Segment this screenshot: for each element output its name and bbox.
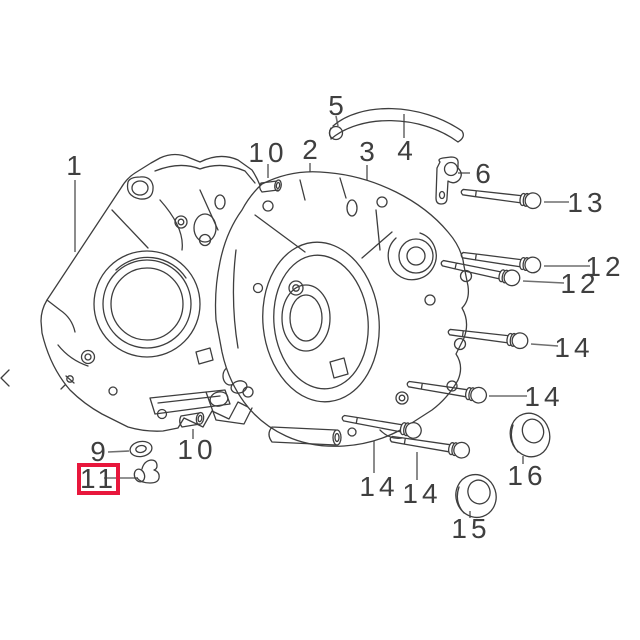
part-label-13[interactable]: 13 — [567, 187, 607, 218]
leader-lines — [74, 114, 590, 518]
bolt-14-lower-mid-drawing — [388, 430, 472, 460]
part-label-10-top[interactable]: 10 — [248, 137, 288, 168]
selected-part-highlight-box[interactable]: 11 — [77, 463, 120, 495]
part-label-1[interactable]: 1 — [66, 150, 82, 181]
part-label-15[interactable]: 15 — [451, 513, 491, 544]
part-label-16[interactable]: 16 — [507, 460, 547, 491]
part-label-6[interactable]: 6 — [475, 158, 491, 189]
breather-tube-drawing — [328, 107, 464, 143]
fitting-drawing — [133, 459, 160, 484]
part-label-12-upper[interactable]: 12 — [585, 251, 625, 282]
part-label-10-bottom[interactable]: 10 — [177, 434, 217, 465]
part-label-4[interactable]: 4 — [397, 135, 413, 166]
part-label-14-upper-right[interactable]: 14 — [554, 332, 594, 363]
part-label-3[interactable]: 3 — [359, 136, 375, 167]
direction-arrow-icon — [0, 369, 10, 387]
crankcase-right-half-drawing — [205, 171, 473, 447]
part-label-2[interactable]: 2 — [302, 134, 318, 165]
bracket-drawing — [435, 156, 462, 205]
part-label-14-lower-mid[interactable]: 14 — [402, 478, 442, 509]
washer-drawing — [129, 440, 153, 458]
dowel-pin-bottom-drawing — [179, 411, 205, 428]
dowel-pin-top-drawing — [259, 179, 282, 193]
bolt-12-upper-drawing — [459, 246, 543, 275]
part-label-5[interactable]: 5 — [328, 90, 344, 121]
oil-seal-16-drawing — [509, 412, 551, 458]
part-label-12-lower[interactable]: 12 — [560, 268, 600, 299]
part-label-14-lower-left[interactable]: 14 — [359, 471, 399, 502]
part-label-11[interactable]: 11 — [79, 463, 118, 494]
part-label-14-mid-right[interactable]: 14 — [524, 381, 564, 412]
part-label-9[interactable]: 9 — [90, 436, 106, 467]
bolt-13-drawing — [459, 183, 543, 211]
oil-seal-15-drawing — [455, 473, 497, 519]
crankcase-left-half-drawing — [40, 153, 279, 432]
